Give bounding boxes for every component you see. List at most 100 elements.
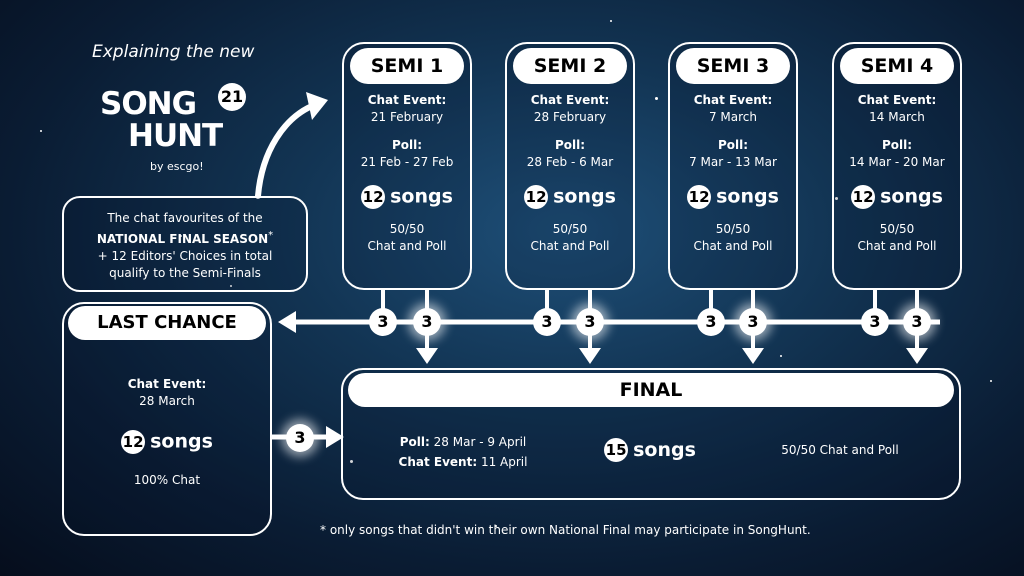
semi-2-chat-label: Chat Event: [530,93,610,107]
star [230,285,232,287]
logo-edition-badge: 21 [218,83,246,111]
semi-3-title: SEMI 3 [676,48,790,84]
star [350,460,353,463]
star [990,380,992,382]
semi-4-songs-word: songs [880,185,943,208]
logo-edition: 21 [220,87,244,106]
semi-2-split-line2: Chat and Poll [530,239,610,253]
final-poll-label: Poll: [399,435,430,449]
semi-4-split-line2: Chat and Poll [857,239,937,253]
final-poll: Poll: 28 Mar - 9 April [378,432,548,452]
star [180,235,182,237]
final-songs-word: songs [633,439,696,461]
final-schedule: Poll: 28 Mar - 9 April Chat Event: 11 Ap… [378,432,548,472]
semi-1-details: Chat Event: 21 February Poll: 21 Feb - 2… [342,92,472,255]
semi-3-split-line2: Chat and Poll [693,239,773,253]
semi-1-poll-dates: 21 Feb - 27 Feb [360,155,454,169]
semi-3-songs-word: songs [716,185,779,208]
semi-3-final-count: 3 [739,308,767,336]
qualification-note: The chat favourites of the NATIONAL FINA… [62,210,308,282]
final-chat: Chat Event: 11 April [378,452,548,472]
note-line3: + 12 Editors' Choices in total [97,249,273,263]
semi-4-chat-label: Chat Event: [857,93,937,107]
star [495,525,497,527]
semi-3-details: Chat Event: 7 March Poll: 7 Mar - 13 Mar… [668,92,798,255]
semi-4-songs-count: 12 [851,185,876,209]
star [835,197,838,200]
star [40,130,42,132]
semi-2-split-line1: 50/50 [552,222,588,236]
semi-2-final-count: 3 [576,308,604,336]
semi-2-songs-count: 12 [524,185,549,209]
semi-2-title: SEMI 2 [513,48,627,84]
final-songs-count: 15 [604,438,629,462]
semi-1-split-line1: 50/50 [389,222,425,236]
logo-byline: by escgo! [150,160,204,173]
note-line4: qualify to the Semi-Finals [109,266,261,280]
star [610,20,612,22]
semi-1-split-line2: Chat and Poll [367,239,447,253]
semi-4-final-count: 3 [903,308,931,336]
semi-1-poll-label: Poll: [391,138,423,152]
semi-4-title: SEMI 4 [840,48,954,84]
semi-3-poll-label: Poll: [717,138,749,152]
semi-2-last-chance-count: 3 [533,308,561,336]
semi-1-songs-count: 12 [361,185,386,209]
final-split: 50/50 Chat and Poll [781,443,899,457]
final-chat-date: 11 April [480,455,528,469]
last-chance-songs-word: songs [150,430,213,453]
semi-1-songs-word: songs [390,185,453,208]
note-line2: NATIONAL FINAL SEASON* [62,227,308,248]
note-highlight: NATIONAL FINAL SEASON [96,232,269,246]
curved-arrow-head [306,92,328,120]
semi-2-songs-word: songs [553,185,616,208]
semi-3-split-line1: 50/50 [715,222,751,236]
note-line1: The chat favourites of the [107,211,263,225]
semi-1-last-chance-count: 3 [369,308,397,336]
logo-line1: SONG [100,86,197,122]
final-chat-label: Chat Event: [398,455,478,469]
semi-4-last-chance-count: 3 [861,308,889,336]
note-footnote-mark: * [268,230,274,241]
star [780,355,782,357]
semi-2-poll-label: Poll: [554,138,586,152]
qualification-note-box [62,196,308,292]
semi-4-split-line1: 50/50 [879,222,915,236]
semi-3-chat-date: 7 March [708,110,758,124]
semi-4-details: Chat Event: 14 March Poll: 14 Mar - 20 M… [832,92,962,255]
semi-4-poll-dates: 14 Mar - 20 Mar [849,155,945,169]
semi-2-details: Chat Event: 28 February Poll: 28 Feb - 6… [505,92,635,255]
last-chance-split: 100% Chat [133,473,201,487]
last-chance-chat-date: 28 March [139,394,195,408]
semi-3-songs-count: 12 [687,185,712,209]
logo-line2: HUNT [128,118,223,154]
last-chance-final-count: 3 [286,424,314,452]
star [655,97,658,100]
semi-4-chat-date: 14 March [869,110,925,124]
semi-2-poll-dates: 28 Feb - 6 Mar [526,155,614,169]
semi-2-chat-date: 28 February [533,110,607,124]
footnote: * only songs that didn't win their own N… [320,523,811,537]
last-chance-chat-label: Chat Event: [127,377,207,391]
last-chance-songs-count: 12 [121,430,146,454]
curved-arrow [255,103,315,199]
semi-3-poll-dates: 7 Mar - 13 Mar [689,155,777,169]
semi-1-title: SEMI 1 [350,48,464,84]
semi-1-chat-label: Chat Event: [367,93,447,107]
semi-1-chat-date: 21 February [370,110,444,124]
semi-4-poll-label: Poll: [881,138,913,152]
semi-3-chat-label: Chat Event: [693,93,773,107]
semi-3-last-chance-count: 3 [697,308,725,336]
page-subtitle: Explaining the new [92,42,255,62]
last-chance-title: LAST CHANCE [68,306,266,340]
last-chance-box [62,302,272,536]
